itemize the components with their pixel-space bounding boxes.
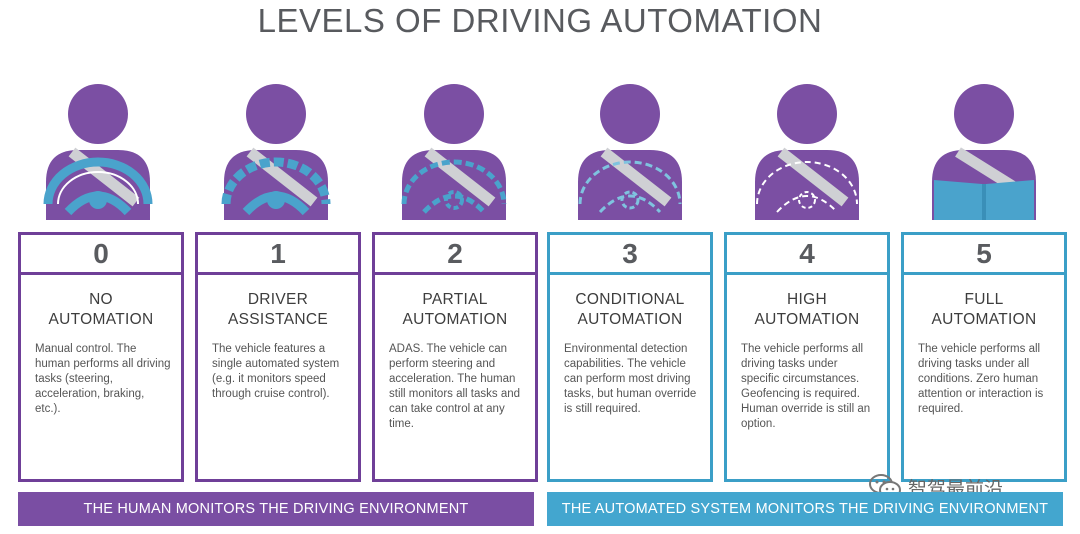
level-description: Environmental detection capabilities. Th… <box>564 343 697 415</box>
level-description: ADAS. The vehicle can perform steering a… <box>389 343 521 430</box>
level-name-line2: ASSISTANCE <box>227 311 329 328</box>
level-name-line2: AUTOMATION <box>931 311 1037 328</box>
level-name-line2: AUTOMATION <box>577 311 683 328</box>
level-name-line1: NO <box>89 291 113 308</box>
system-monitors-band: THE AUTOMATED SYSTEM MONITORS THE DRIVIN… <box>547 492 1063 526</box>
level-description: The vehicle features a single automated … <box>212 343 340 400</box>
level-2-figure <box>384 80 524 220</box>
level-3-card: 3 CONDITIONAL AUTOMATION Environmental d… <box>547 232 713 482</box>
level-number: 0 <box>21 235 181 275</box>
level-0-figure <box>28 80 168 220</box>
person-reading-book-icon <box>932 84 1036 220</box>
level-name-line1: FULL <box>964 291 1004 308</box>
level-5-card: 5 FULL AUTOMATION The vehicle performs a… <box>901 232 1067 482</box>
level-name-line1: CONDITIONAL <box>575 291 685 308</box>
human-monitors-band: THE HUMAN MONITORS THE DRIVING ENVIRONME… <box>18 492 534 526</box>
level-name: DRIVER ASSISTANCE <box>198 290 358 330</box>
level-name: NO AUTOMATION <box>21 290 181 330</box>
level-description: The vehicle performs all driving tasks u… <box>741 343 871 430</box>
level-1-figure <box>206 80 346 220</box>
level-number: 1 <box>198 235 358 275</box>
level-0-card: 0 NO AUTOMATION Manual control. The huma… <box>18 232 184 482</box>
level-4-figure <box>737 80 877 220</box>
level-name-line1: HIGH <box>787 291 827 308</box>
level-1-card: 1 DRIVER ASSISTANCE The vehicle features… <box>195 232 361 482</box>
page-title: LEVELS OF DRIVING AUTOMATION <box>257 2 823 39</box>
level-number: 5 <box>904 235 1064 275</box>
level-name: PARTIAL AUTOMATION <box>375 290 535 330</box>
level-description: The vehicle performs all driving tasks u… <box>918 343 1044 415</box>
level-number: 4 <box>727 235 887 275</box>
level-description: Manual control. The human performs all d… <box>35 343 171 415</box>
level-name: HIGH AUTOMATION <box>727 290 887 330</box>
level-number: 2 <box>375 235 535 275</box>
level-5-figure <box>914 80 1054 220</box>
level-number: 3 <box>550 235 710 275</box>
person-steering-partial-dashed-icon <box>221 84 331 220</box>
level-name-line1: PARTIAL <box>422 291 488 308</box>
level-name: CONDITIONAL AUTOMATION <box>550 290 710 330</box>
person-steering-solid-icon <box>43 84 153 220</box>
person-steering-dashed-white-icon <box>755 84 859 220</box>
person-steering-dashed-blue-icon <box>578 84 682 220</box>
level-name-line2: AUTOMATION <box>754 311 860 328</box>
person-steering-dashed-icon <box>401 84 507 220</box>
level-name-line2: AUTOMATION <box>402 311 508 328</box>
level-2-card: 2 PARTIAL AUTOMATION ADAS. The vehicle c… <box>372 232 538 482</box>
level-name-line1: DRIVER <box>247 291 309 308</box>
level-name: FULL AUTOMATION <box>904 290 1064 330</box>
level-4-card: 4 HIGH AUTOMATION The vehicle performs a… <box>724 232 890 482</box>
level-name-line2: AUTOMATION <box>48 311 154 328</box>
level-3-figure <box>560 80 700 220</box>
